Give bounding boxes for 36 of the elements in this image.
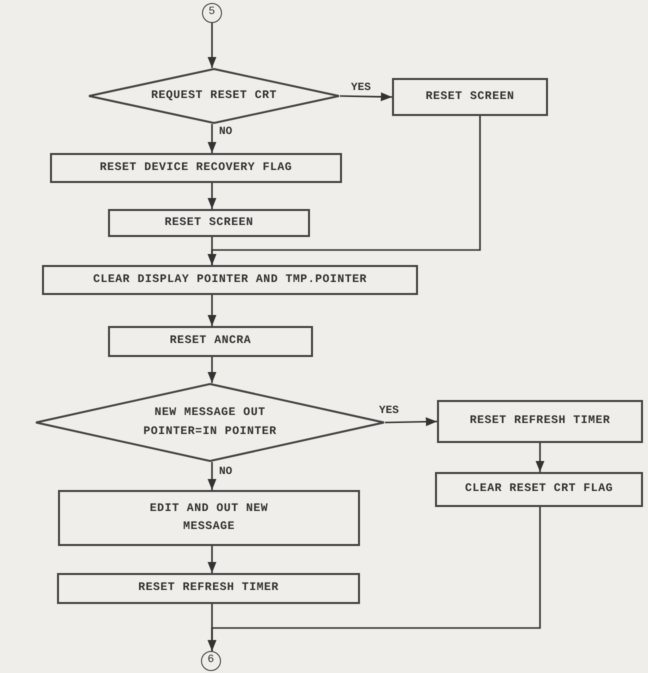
flow-arrow: [536, 443, 544, 472]
flow-arrow: [208, 546, 216, 573]
step-text: RESET REFRESH TIMER: [138, 580, 279, 596]
flow-arrow: [208, 124, 216, 153]
process-box: [50, 153, 342, 183]
process-box: [108, 209, 310, 237]
step-text: RESET DEVICE RECOVERY FLAG: [100, 160, 292, 176]
step-text: NEW MESSAGE OUT POINTER=IN POINTER: [142, 405, 278, 440]
connector-number: 5: [208, 5, 216, 20]
step-text: REQUEST RESET CRT: [151, 88, 277, 104]
step-text: RESET SCREEN: [164, 214, 254, 231]
process-box: [392, 78, 548, 116]
connector-circle: [202, 3, 222, 23]
connector-circle: [201, 651, 221, 671]
flow-arrow: [208, 462, 216, 490]
process-box: [437, 400, 643, 443]
flow-arrow: [208, 23, 216, 68]
step-text: EDIT AND OUT NEW MESSAGE: [148, 500, 270, 535]
flow-arrow: [208, 183, 216, 209]
flow-arrow: [208, 357, 216, 383]
flow-arrow: [208, 295, 216, 326]
step-text: CLEAR DISPLAY POINTER AND TMP.POINTER: [93, 272, 367, 288]
process-box: [57, 573, 360, 604]
flow-arrow: [340, 92, 392, 102]
process-box: [58, 490, 360, 546]
process-box: [108, 326, 313, 357]
flow-arrow: [208, 116, 481, 265]
connector-number: 6: [207, 653, 215, 668]
step-text: CLEAR RESET CRT FLAG: [464, 481, 614, 498]
flow-arrow: [208, 507, 541, 651]
step-text: RESET REFRESH TIMER: [470, 413, 610, 430]
process-box: [435, 472, 643, 507]
step-text: RESET ANCRA: [170, 333, 252, 350]
step-text: RESET SCREEN: [426, 88, 514, 105]
process-box: [42, 265, 418, 295]
flow-arrow: [384, 417, 438, 426]
